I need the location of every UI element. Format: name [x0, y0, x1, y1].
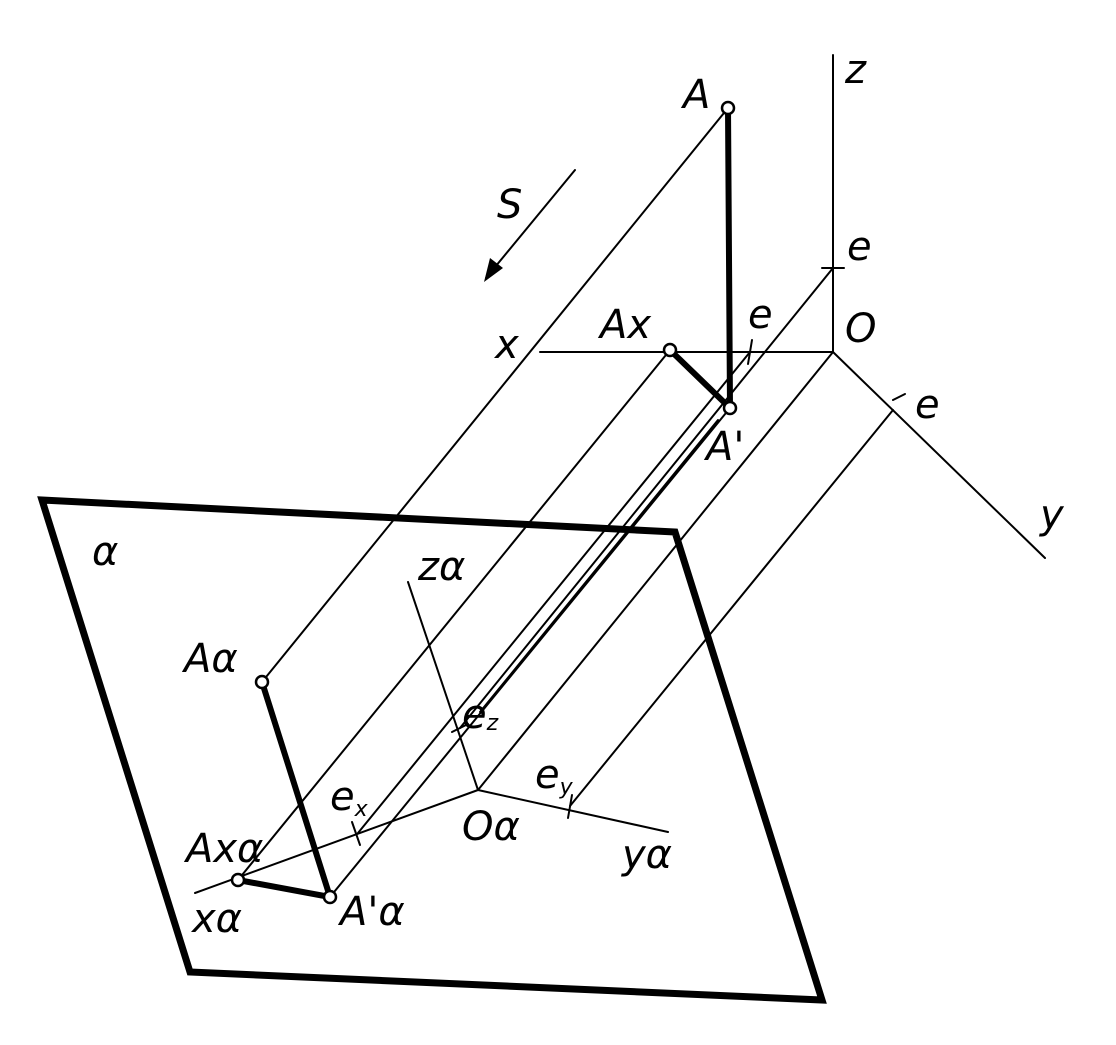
- ray-from-e-x: [357, 351, 751, 834]
- label-e-y-axis: e: [915, 382, 940, 428]
- y-axis: [832, 351, 1046, 559]
- label-Ax: Ax: [597, 302, 651, 348]
- z-alpha-axis: [407, 581, 479, 791]
- point-Ax: [662, 342, 678, 358]
- label-A-alpha: Aα: [181, 636, 238, 682]
- ray-from-A-prime-1: [329, 407, 731, 898]
- label-A: A: [680, 72, 710, 118]
- point-A: [720, 100, 736, 116]
- ray-from-A-prime-2: [479, 419, 719, 713]
- label-x-alpha: xα: [190, 896, 242, 942]
- label-A-prime: A': [703, 424, 744, 470]
- y-axis-unit-tick: [892, 393, 906, 401]
- segment-Ax-A-prime: [667, 347, 733, 411]
- point-A-alpha: [254, 674, 270, 690]
- ray-from-A: [261, 107, 729, 683]
- point-A-prime: [722, 400, 738, 416]
- label-e-x-axis: e: [748, 292, 773, 338]
- ray-from-e-y: [569, 409, 894, 807]
- label-z-alpha: zα: [417, 544, 465, 590]
- label-A-prime-alpha: A'α: [337, 889, 405, 935]
- label-e-y: ey: [535, 752, 574, 800]
- ray-from-e-z: [459, 267, 834, 729]
- e-y-tick: [567, 794, 573, 819]
- e-z-tick: [451, 723, 469, 733]
- label-S: S: [497, 182, 522, 228]
- segment-A-alpha-A-prime-alpha: [259, 679, 333, 900]
- plane-alpha: [37, 496, 827, 1004]
- segment-A-A-prime: [725, 105, 733, 411]
- label-O: O: [845, 306, 876, 352]
- segment-Ax-alpha-A-prime-alpha: [235, 877, 333, 900]
- label-e-z-axis: e: [847, 224, 872, 270]
- ray-from-Ax: [237, 349, 671, 881]
- label-y-alpha: yα: [621, 832, 672, 878]
- label-x: x: [493, 322, 519, 368]
- label-e-z: ez: [462, 692, 499, 738]
- y-alpha-axis: [477, 789, 669, 833]
- label-O-alpha: Oα: [462, 804, 520, 850]
- label-z: z: [844, 47, 867, 93]
- point-A-prime-alpha: [322, 889, 338, 905]
- label-e-x: ex: [330, 774, 369, 822]
- point-Ax-alpha: [230, 872, 246, 888]
- projection-arrow-head: [484, 258, 503, 282]
- label-Ax-alpha: Axα: [183, 826, 263, 872]
- label-alpha: α: [92, 529, 118, 575]
- projection-direction-arrow: [485, 169, 576, 279]
- ray-from-O: [477, 351, 834, 791]
- e-x-tick: [351, 821, 361, 846]
- label-y: y: [1039, 492, 1065, 538]
